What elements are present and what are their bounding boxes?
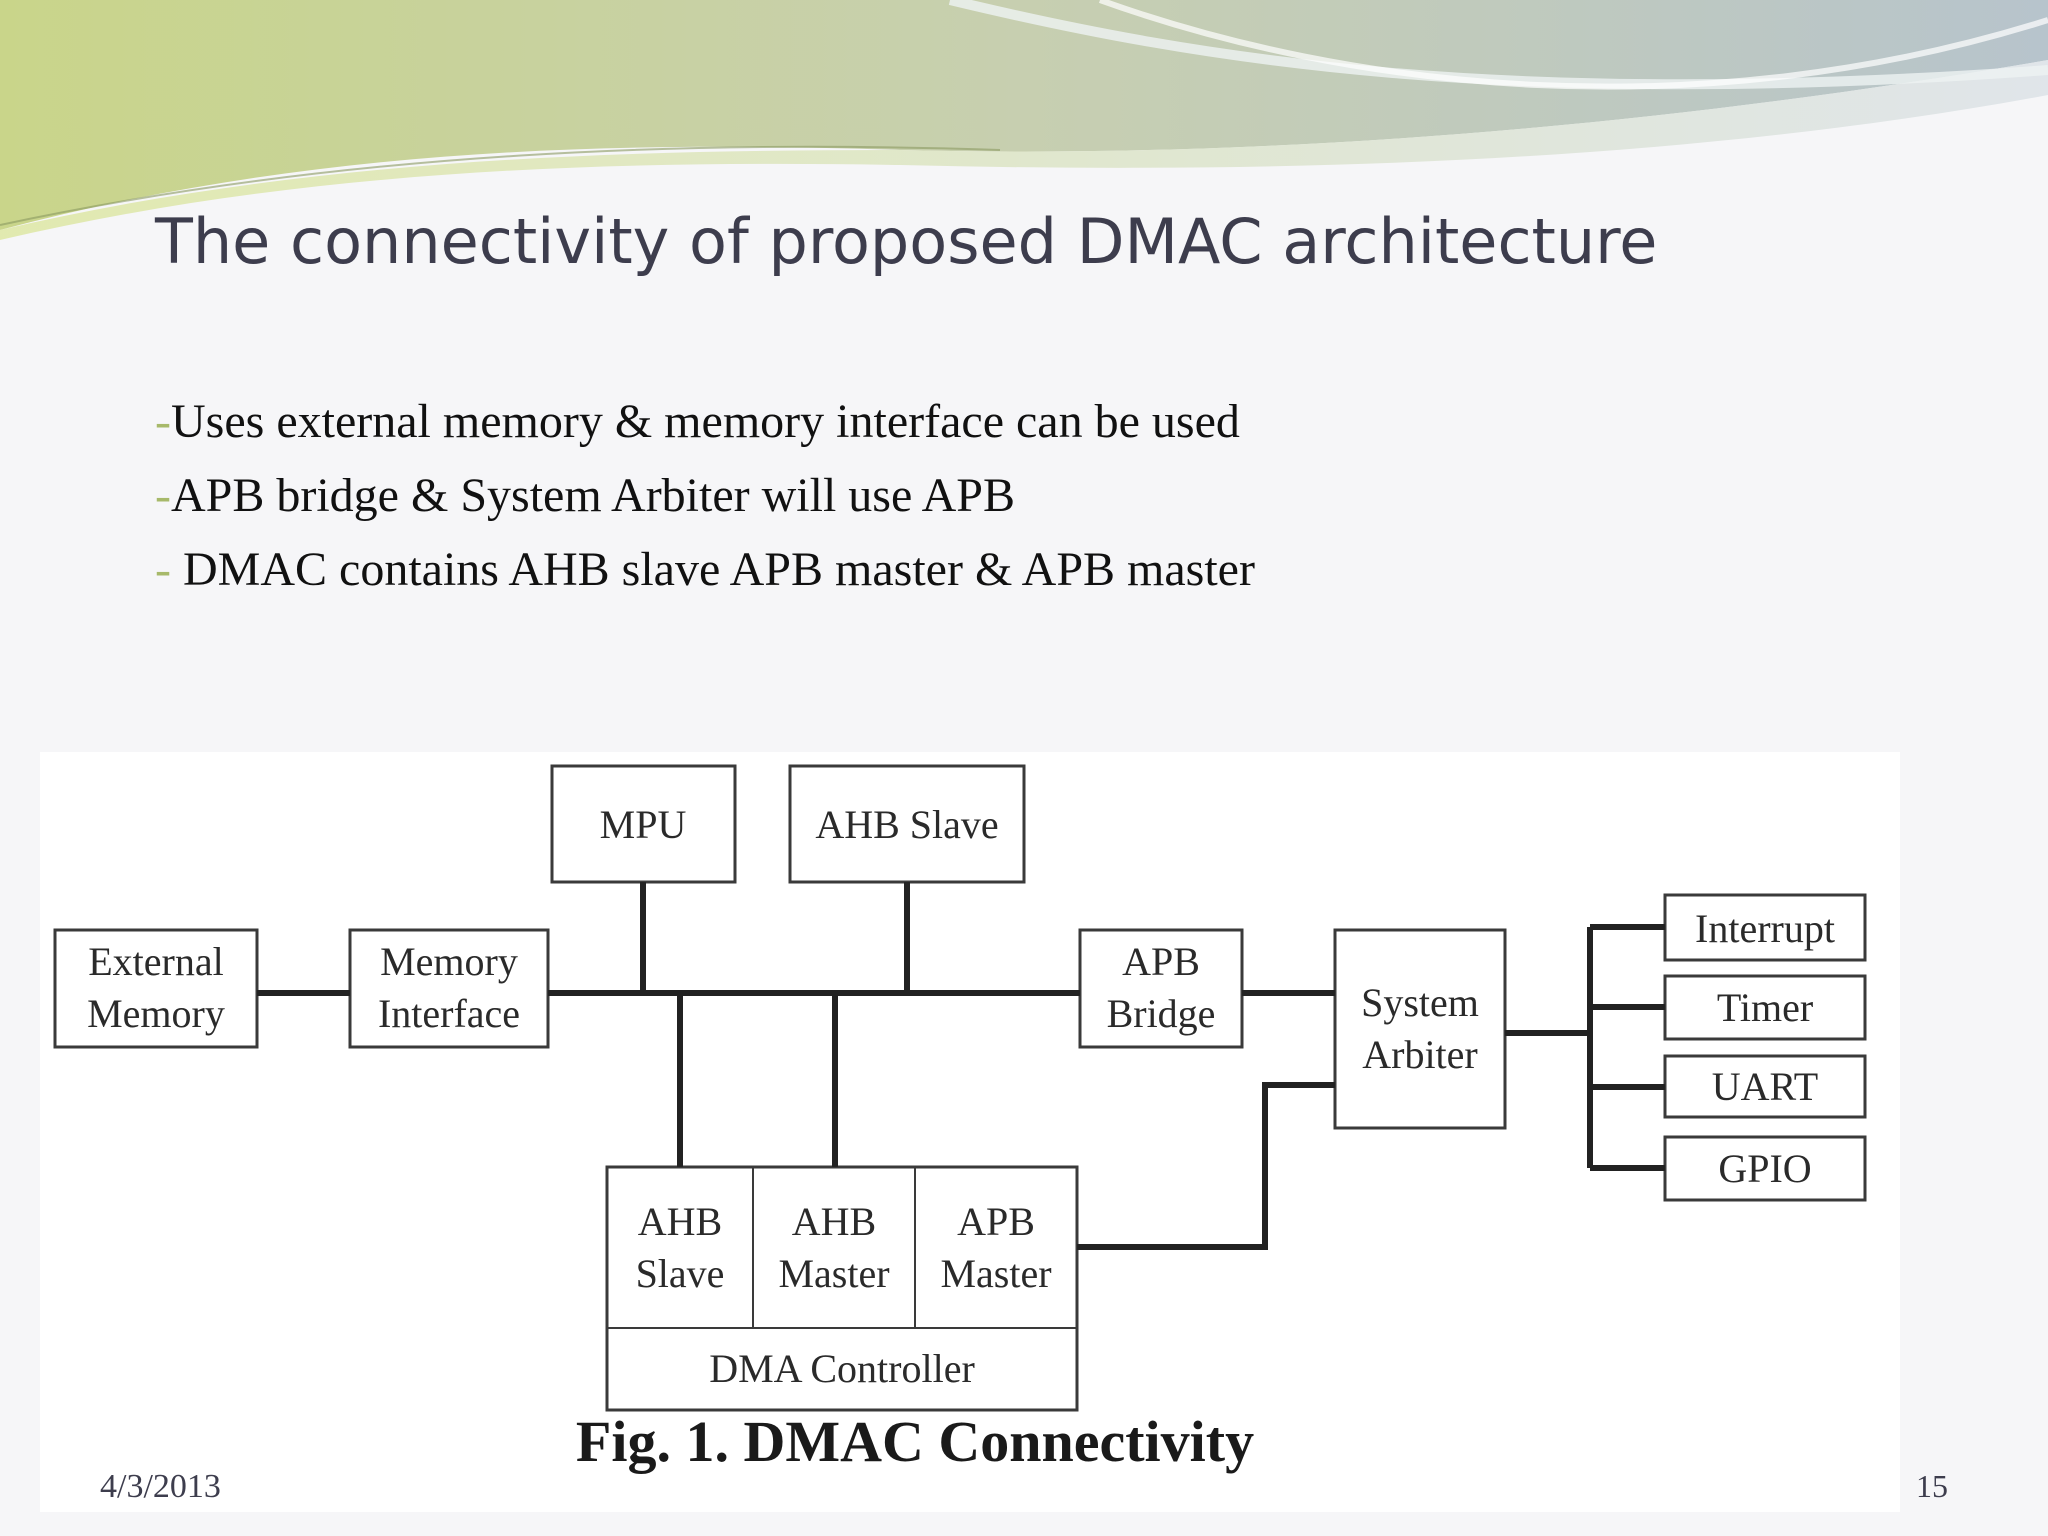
uart-label: UART xyxy=(1712,1064,1818,1109)
dmac-apb-master-label-2: Master xyxy=(940,1251,1051,1296)
apb-bridge-label-2: Bridge xyxy=(1107,991,1216,1036)
gpio-label: GPIO xyxy=(1718,1146,1811,1191)
timer-label: Timer xyxy=(1717,985,1813,1030)
ahb-slave-top-box xyxy=(788,764,1026,884)
dma-controller-label: DMA Controller xyxy=(709,1346,975,1391)
figure-caption: Fig. 1. DMAC Connectivity xyxy=(575,1409,1255,1474)
bullet-dash: - xyxy=(155,395,171,448)
dmac-apb-master-label-1: APB xyxy=(957,1199,1035,1244)
dmac-ahb-slave-label-2: Slave xyxy=(636,1251,725,1296)
apb-bridge-box xyxy=(1078,928,1244,1049)
dmac-ahb-master-label-2: Master xyxy=(778,1251,889,1296)
system-arbiter-box xyxy=(1333,928,1507,1130)
apb-bridge-label-1: APB xyxy=(1122,939,1200,984)
dmac-ahb-master-label-1: AHB xyxy=(792,1199,876,1244)
memory-interface-label-2: Interface xyxy=(378,991,520,1036)
bullet-dash: - xyxy=(155,543,183,596)
bullet-text: DMAC contains AHB slave APB master & APB… xyxy=(182,543,1255,596)
bus-connections xyxy=(257,882,1665,1250)
header-swoosh-art xyxy=(0,0,2048,240)
gpio-box xyxy=(1663,1135,1867,1202)
ahb-slave-top-label: AHB Slave xyxy=(815,802,998,847)
slide-title: The connectivity of proposed DMAC archit… xyxy=(155,205,1658,278)
footer-page-number: 15 xyxy=(1916,1468,1948,1504)
mpu-label: MPU xyxy=(600,802,687,847)
system-arbiter-label-1: System xyxy=(1361,980,1479,1025)
external-memory-label-2: Memory xyxy=(87,991,225,1036)
bullet-item: -Uses external memory & memory interface… xyxy=(155,385,1255,459)
dma-controller-box xyxy=(605,1165,1079,1412)
bullet-text: APB bridge & System Arbiter will use APB xyxy=(170,469,1016,522)
memory-interface-box xyxy=(348,928,550,1049)
footer-date: 4/3/2013 xyxy=(100,1468,221,1505)
interrupt-label: Interrupt xyxy=(1695,906,1835,951)
external-memory-label-1: External xyxy=(88,939,224,984)
memory-interface-label-1: Memory xyxy=(380,939,518,984)
external-memory-box xyxy=(53,928,259,1049)
mpu-box xyxy=(550,764,737,884)
dmac-ahb-slave-label-1: AHB xyxy=(638,1199,722,1244)
interrupt-box xyxy=(1663,893,1867,962)
bullet-item: -APB bridge & System Arbiter will use AP… xyxy=(155,459,1255,533)
bullet-dash: - xyxy=(155,469,171,522)
bullet-item: - DMAC contains AHB slave APB master & A… xyxy=(155,533,1255,607)
timer-box xyxy=(1663,974,1867,1041)
bullet-text: Uses external memory & memory interface … xyxy=(170,395,1240,448)
bullet-list: -Uses external memory & memory interface… xyxy=(155,385,1255,607)
system-arbiter-label-2: Arbiter xyxy=(1362,1032,1478,1077)
